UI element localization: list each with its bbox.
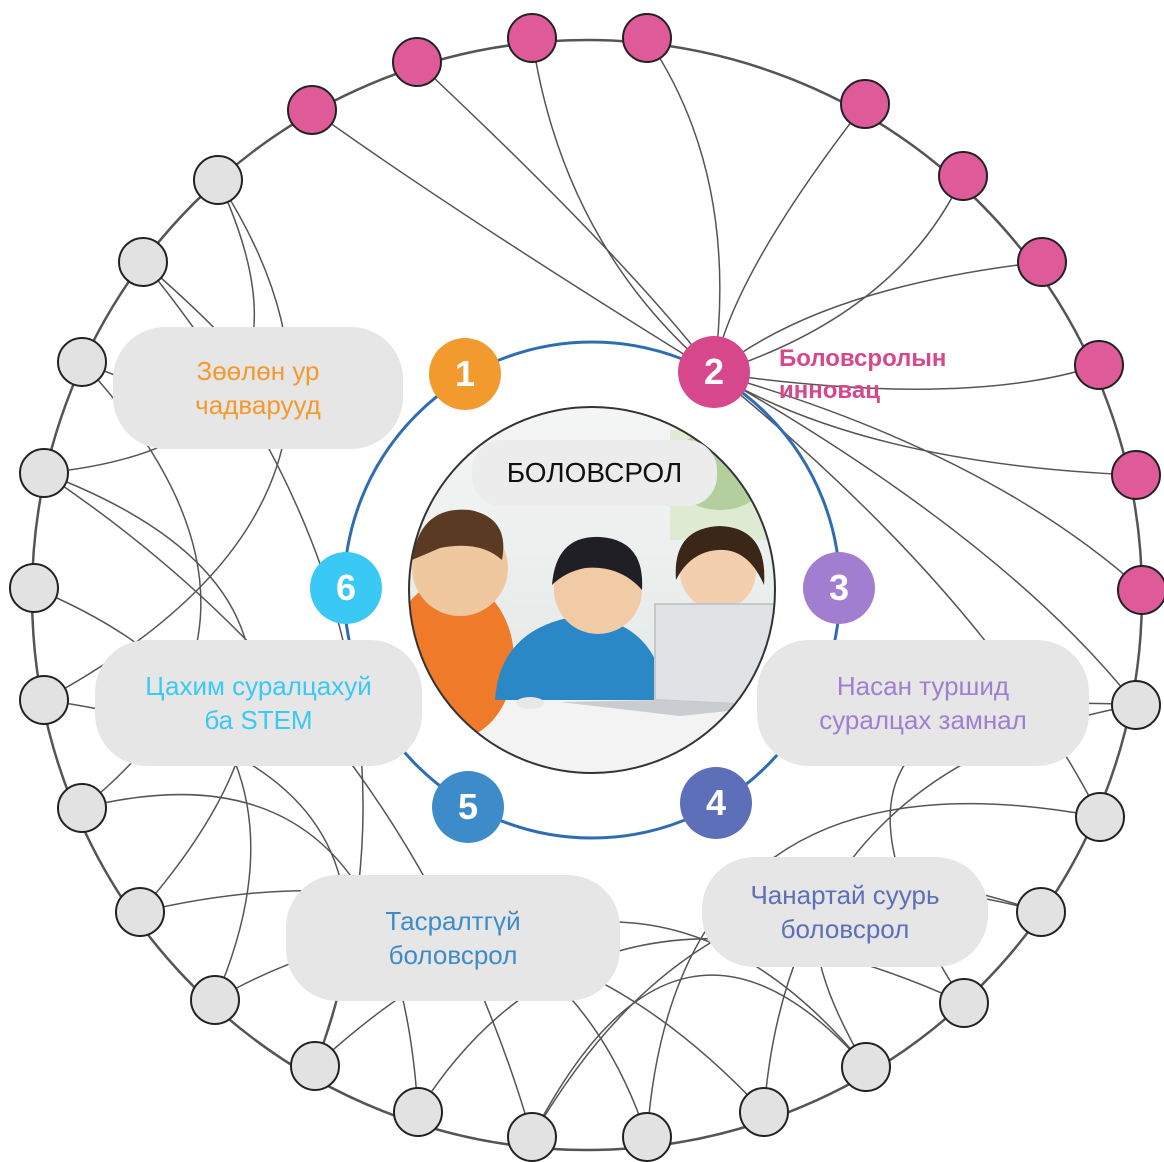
badge-4[interactable]: 4 (680, 767, 752, 839)
network-line (531, 974, 867, 1138)
outer-node (118, 237, 168, 287)
innovation-node (938, 151, 988, 201)
pill-continuous-education[interactable]: Тасралтгүй боловсрол (286, 875, 620, 1001)
network-line (713, 364, 1100, 390)
network-line (646, 37, 721, 374)
network-line (531, 37, 715, 374)
outer-node (507, 1112, 557, 1162)
badge-1[interactable]: 1 (429, 338, 501, 410)
pill-quality-basic-education-label: Чанартай суурь боловсрол (750, 880, 940, 944)
innovation-node (1017, 237, 1067, 287)
pill-digital-stem[interactable]: Цахим суралцахуй ба STEM (95, 640, 422, 766)
badge-2[interactable]: 2 (678, 336, 750, 408)
innovation-node (1111, 450, 1161, 500)
outer-node (393, 1087, 443, 1137)
outer-node (115, 887, 165, 937)
innovation-node (1117, 565, 1164, 615)
outer-node (939, 978, 989, 1028)
innovation-label: Боловсролын инновац (779, 345, 947, 404)
outer-node (57, 337, 107, 387)
network-line (43, 179, 290, 701)
pill-lifelong-learning[interactable]: Насан туршид суралцах замнал (757, 640, 1089, 766)
outer-node (290, 1041, 340, 1091)
pill-quality-basic-education[interactable]: Чанартай суурь боловсрол (702, 857, 988, 967)
pill-soft-skills-label: Зөөлөн ур чадварууд (195, 356, 321, 420)
innovation-node (622, 13, 672, 63)
network-line (713, 372, 1137, 476)
pill-lifelong-learning-label: Насан туршид суралцах замнал (819, 671, 1027, 735)
badge-6[interactable]: 6 (310, 552, 382, 624)
network-line (713, 372, 1143, 591)
pill-digital-stem-label: Цахим суралцахуй ба STEM (145, 671, 372, 735)
network-line (646, 802, 1101, 1138)
outer-node (193, 155, 243, 205)
innovation-node (392, 37, 442, 87)
outer-node (1111, 680, 1161, 730)
network-line (311, 109, 715, 374)
pill-soft-skills[interactable]: Зөөлөн ур чадварууд (113, 327, 403, 449)
network-line (713, 103, 866, 374)
innovation-node (507, 13, 557, 63)
center-title: БОЛОВСРОЛ (472, 440, 717, 506)
outer-node (57, 783, 107, 833)
outer-node (841, 1042, 891, 1092)
innovation-node (287, 85, 337, 135)
center-photo-border (408, 406, 776, 774)
innovation-node (1074, 340, 1124, 390)
pill-continuous-education-label: Тасралтгүй боловсрол (385, 906, 521, 970)
outer-node (1075, 792, 1125, 842)
innovation-node (840, 79, 890, 129)
network-line (713, 372, 1137, 706)
outer-node (190, 975, 240, 1025)
outer-node (9, 563, 59, 613)
outer-node (1016, 887, 1066, 937)
network-line (81, 793, 419, 1113)
outer-node (19, 448, 69, 498)
outer-nodes (9, 13, 1164, 1162)
center-title-text: БОЛОВСРОЛ (506, 457, 683, 488)
badge-5[interactable]: 5 (432, 771, 504, 843)
network-line (713, 175, 964, 374)
outer-node (739, 1087, 789, 1137)
outer-node (19, 675, 69, 725)
badge-3[interactable]: 3 (803, 552, 875, 624)
outer-node (622, 1112, 672, 1162)
network-line (416, 61, 715, 374)
